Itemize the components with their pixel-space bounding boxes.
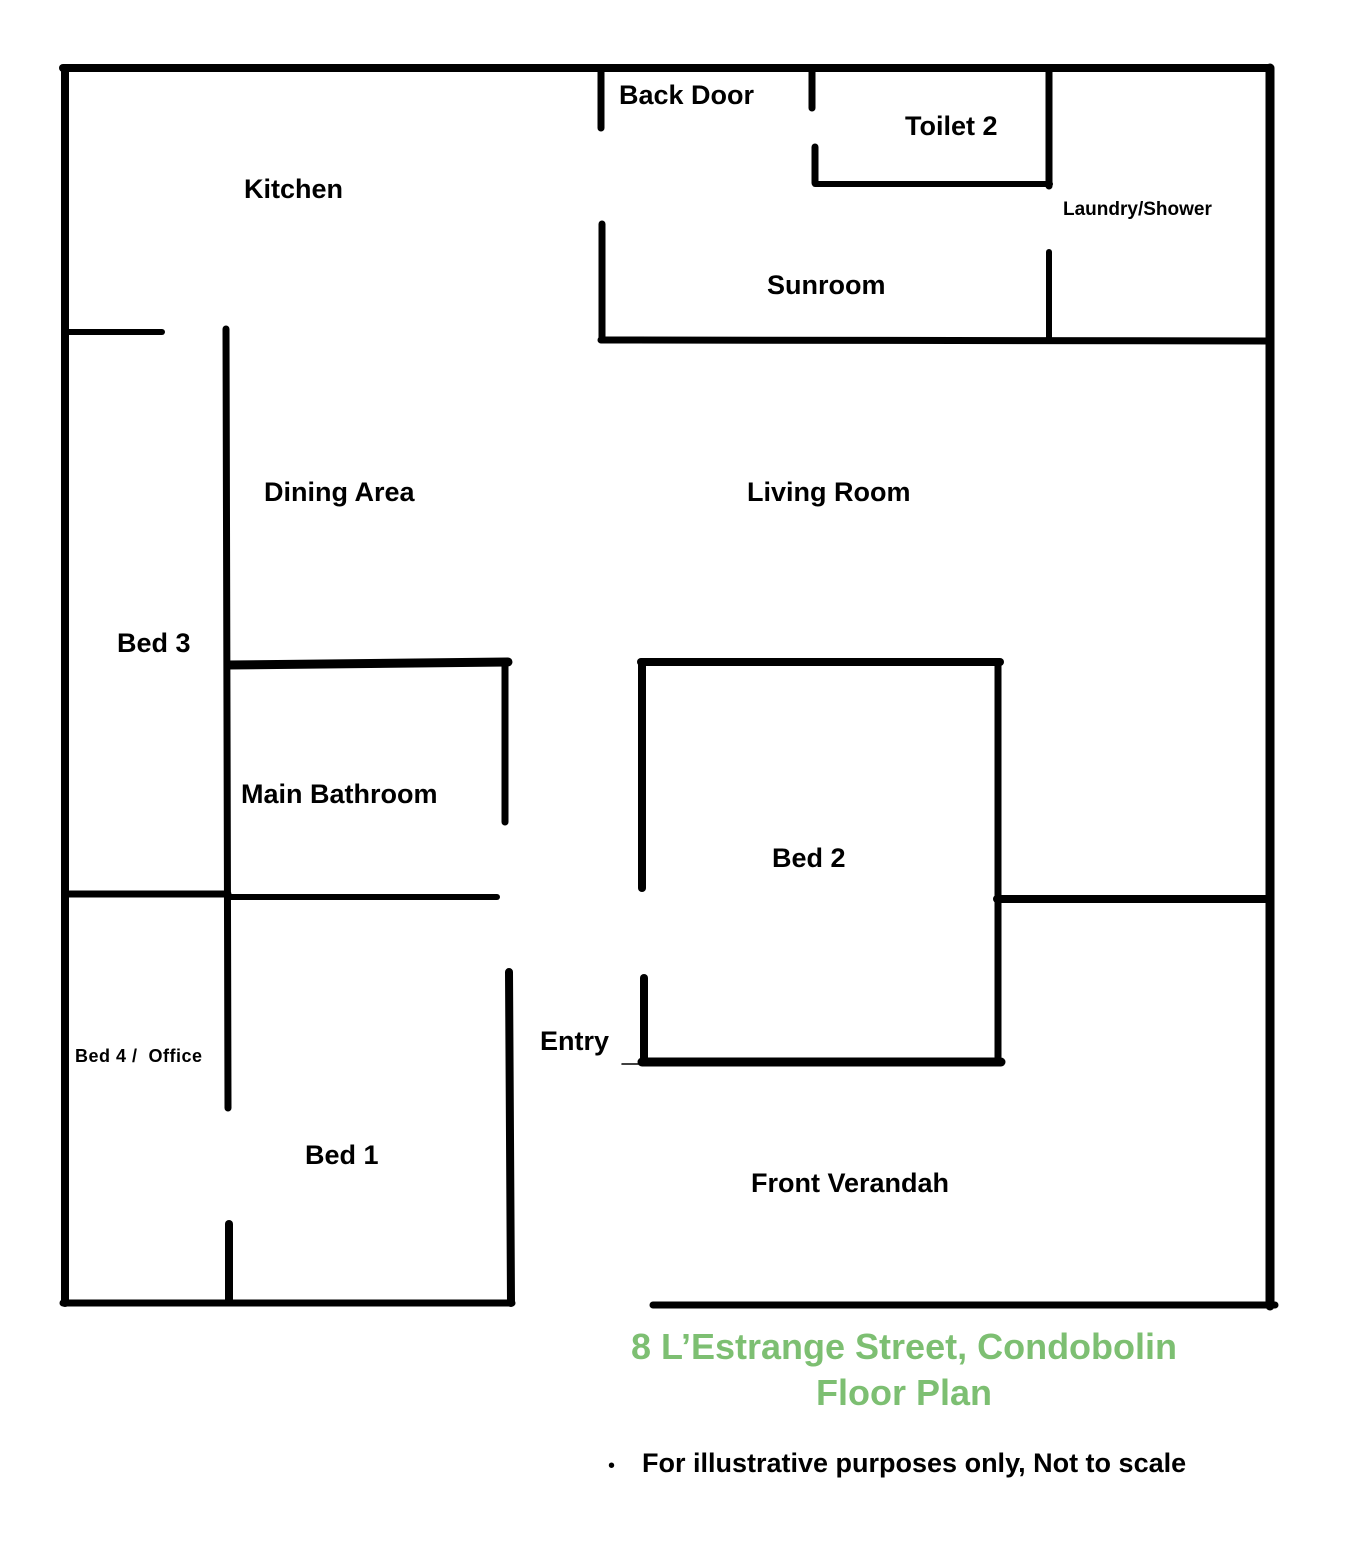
room-label-bed-3: Bed 3 [117,628,191,658]
room-label-bed-4-office: Bed 4 / Office [75,1046,203,1066]
room-label-toilet-2: Toilet 2 [905,111,998,141]
wall-bed3-right [222,325,232,1112]
room-label-sunroom: Sunroom [767,270,886,300]
room-label-kitchen: Kitchen [244,174,344,204]
room-label-entry: Entry [540,1026,610,1056]
room-label-back-door: Back Door [619,80,755,110]
wall-bathroom-top [223,657,513,670]
room-label-living-room: Living Room [747,477,911,507]
room-label-bed-2: Bed 2 [772,843,846,873]
room-label-bed-1: Bed 1 [305,1140,379,1170]
disclaimer-note: • For illustrative purposes only, Not to … [608,1448,1186,1479]
disclaimer-text: For illustrative purposes only, Not to s… [642,1448,1187,1478]
bullet-icon: • [608,1455,616,1477]
wall-sunroom-bottom [597,336,1274,345]
room-label-laundry-shower: Laundry/Shower [1063,199,1212,220]
plan-title-floor-plan: Floor Plan [815,1372,992,1413]
walls [59,63,1279,1311]
room-label-main-bathroom: Main Bathroom [241,779,438,809]
plan-title-address: 8 L’Estrange Street, Condobolin [630,1326,1178,1367]
room-label-front-verandah: Front Verandah [751,1168,950,1198]
wall-bed1-right [505,968,515,1307]
room-label-dining-area: Dining Area [264,477,415,507]
